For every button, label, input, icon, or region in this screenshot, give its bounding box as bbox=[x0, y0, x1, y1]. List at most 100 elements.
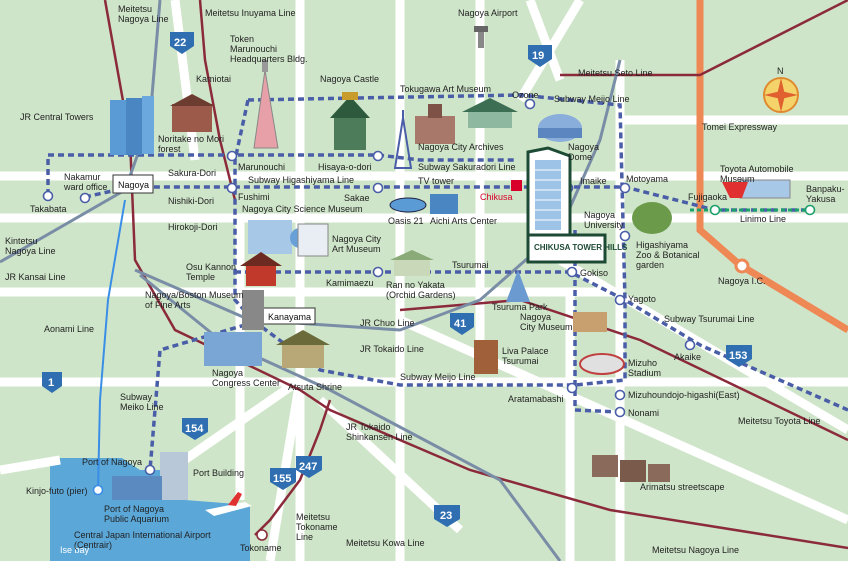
noritake-icon bbox=[170, 94, 215, 132]
chikusa-tower-hills-building[interactable] bbox=[526, 146, 607, 264]
marunouchi-station[interactable] bbox=[226, 150, 238, 162]
jr-kansai-label: JR Kansai Line bbox=[5, 272, 66, 282]
jr-central-towers-icon bbox=[110, 96, 154, 155]
higashiyama-icon bbox=[632, 202, 672, 234]
landmark-illustrations bbox=[110, 26, 791, 516]
subway-meijo-bottom-label: Subway Meijo Line bbox=[400, 372, 476, 382]
toyota-museum-icon bbox=[722, 179, 791, 199]
fushimi-station[interactable] bbox=[226, 182, 238, 194]
imaike-label: Imaike bbox=[580, 176, 607, 186]
fushimi-label: Fushimi bbox=[238, 192, 270, 202]
yagoto-station[interactable] bbox=[614, 294, 626, 306]
motoyama-station[interactable] bbox=[619, 182, 631, 194]
tokugawa-label: Tokugawa Art Museum bbox=[400, 84, 491, 94]
mizuhoundojo-label: Mizuhoundojo-higashi(East) bbox=[628, 390, 740, 400]
tsuruma-park-label: Tsuruma Park bbox=[492, 302, 548, 312]
aratamabashi-station[interactable] bbox=[566, 382, 578, 394]
akaike-station[interactable] bbox=[684, 339, 696, 351]
banpaku-label: Banpaku-Yakusa bbox=[806, 184, 845, 204]
kamiotai-label: Kamiotai bbox=[196, 74, 231, 84]
linimo-label: Linimo Line bbox=[740, 214, 786, 224]
banpaku-yakusa-station[interactable] bbox=[804, 204, 816, 216]
airplane-icon bbox=[205, 492, 252, 516]
takabata-station[interactable] bbox=[42, 190, 54, 202]
nagoya-university-station[interactable] bbox=[619, 230, 631, 242]
tsuruma-park-icon bbox=[506, 270, 530, 302]
takabata-label: Takabata bbox=[30, 204, 67, 214]
mizuhoundojo-station[interactable] bbox=[614, 389, 626, 401]
fujigaoka-label: Fujigaoka bbox=[688, 192, 727, 202]
gokiso-label: Gokiso bbox=[580, 268, 608, 278]
congress-center-icon bbox=[204, 332, 262, 366]
arimatsu-icon bbox=[592, 455, 670, 482]
akaike-label: Akaike bbox=[674, 352, 701, 362]
fujigaoka-station[interactable] bbox=[709, 204, 721, 216]
port-building-label: Port Building bbox=[193, 468, 244, 478]
chikusa-station-label: Chikusa bbox=[480, 192, 513, 202]
token-tower-icon bbox=[253, 60, 279, 149]
port-of-nagoya-label: Port of Nagoya bbox=[82, 457, 142, 467]
hirokoji-dori-label: Hirokoji-Dori bbox=[168, 222, 218, 232]
nakamura-station[interactable] bbox=[79, 192, 91, 204]
hisaya-odori-label: Hisaya-o-dori bbox=[318, 162, 372, 172]
kinjo-futo-station[interactable] bbox=[92, 484, 104, 496]
oasis21-icon bbox=[389, 197, 427, 213]
mizuho-stadium-icon bbox=[579, 353, 625, 375]
subway-sakuradori-label: Subway Sakuradori Line bbox=[418, 162, 516, 172]
kamimaezu-label: Kamimaezu bbox=[326, 278, 374, 288]
atsuta-shrine-label: Atsuta Shrine bbox=[288, 382, 342, 392]
aichi-arts-icon bbox=[430, 194, 458, 214]
tomei-expressway-route bbox=[696, 0, 848, 333]
port-of-nagoya-station[interactable] bbox=[144, 464, 156, 476]
route-19: 19 bbox=[532, 50, 544, 62]
route-41: 41 bbox=[454, 318, 466, 330]
nagoya-ic-label: Nagoya I.C. bbox=[718, 276, 766, 286]
tokoname-station[interactable] bbox=[256, 529, 268, 541]
route-23: 23 bbox=[440, 510, 452, 522]
archives-label: Nagoya City Archives bbox=[418, 142, 504, 152]
motoyama-label: Motoyama bbox=[626, 174, 668, 184]
route-22: 22 bbox=[174, 37, 186, 49]
nagoya-ic-marker bbox=[734, 258, 750, 274]
kamimaezu-station[interactable] bbox=[372, 266, 384, 278]
nonami-label: Nonami bbox=[628, 408, 659, 418]
gokiso-station[interactable] bbox=[566, 266, 578, 278]
subway-tsurumai-label: Subway Tsurumai Line bbox=[664, 314, 754, 324]
route-154: 154 bbox=[185, 423, 204, 435]
ozone-station[interactable] bbox=[524, 98, 536, 110]
chikusa-station-marker[interactable] bbox=[511, 180, 522, 191]
hisaya-odori-station[interactable] bbox=[372, 150, 384, 162]
compass-north-label: N bbox=[777, 66, 784, 76]
chikusa-tower-hills-label: CHIKUSA TOWER HILLS bbox=[534, 243, 628, 252]
oasis21-label: Oasis 21 bbox=[388, 216, 424, 226]
aonami-line-route bbox=[97, 199, 126, 491]
route-155: 155 bbox=[273, 473, 291, 485]
compass-rose-icon: N bbox=[763, 66, 799, 113]
nagoya-station-box[interactable] bbox=[112, 174, 154, 194]
nonami-station[interactable] bbox=[614, 406, 626, 418]
route-247: 247 bbox=[299, 461, 317, 473]
ran-no-yakata-icon bbox=[390, 250, 434, 276]
nagoya-airport-label: Nagoya Airport bbox=[458, 8, 518, 18]
route-1: 1 bbox=[48, 377, 54, 389]
yagoto-label: Yagoto bbox=[628, 294, 656, 304]
route-shields: 22 19 41 1 153 154 155 247 23 bbox=[42, 32, 752, 527]
sakae-station[interactable] bbox=[372, 182, 384, 194]
atsuta-shrine-icon bbox=[276, 330, 330, 368]
